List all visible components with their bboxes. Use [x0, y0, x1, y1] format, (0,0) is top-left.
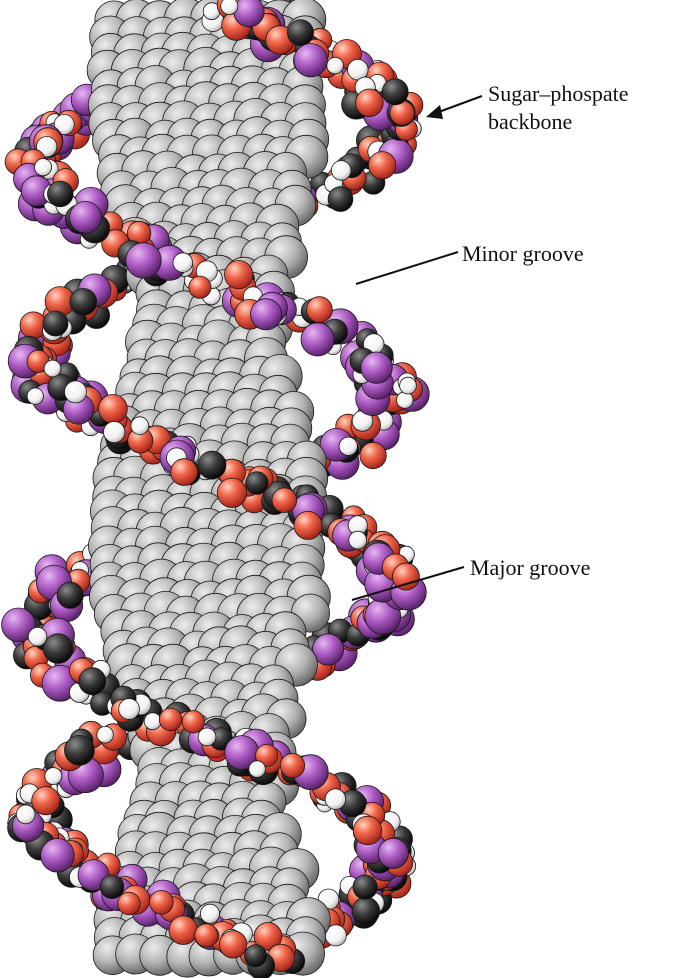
hydrogen-atom [339, 437, 357, 455]
phosphorus-atom [294, 44, 327, 77]
carbon-atom [198, 451, 226, 479]
backbone-label-line1: Sugar–phospate [488, 80, 629, 108]
hydrogen-atom [104, 421, 125, 442]
oxygen-atom [182, 711, 204, 733]
carbon-atom [43, 311, 68, 336]
oxygen-atom [360, 442, 386, 468]
carbon-atom [79, 668, 106, 695]
hydrogen-atom [27, 388, 43, 404]
phosphorus-atom [41, 839, 75, 873]
oxygen-atom [159, 708, 182, 731]
hydrogen-atom [325, 789, 346, 810]
carbon-atom [328, 187, 353, 212]
hydrogen-atom [144, 713, 161, 730]
oxygen-atom [118, 892, 141, 915]
oxygen-atom [272, 488, 297, 513]
hydrogen-atom [349, 531, 367, 549]
oxygen-atom [171, 459, 198, 486]
phosphorus-atom [251, 299, 282, 330]
carbon-atom [100, 875, 124, 899]
oxygen-atom [150, 890, 174, 914]
carbon-atom [48, 181, 74, 207]
oxygen-atom [169, 916, 198, 945]
phosphorus-atom [126, 243, 161, 278]
hydrogen-atom [173, 253, 193, 273]
hydrogen-atom [45, 768, 62, 785]
phosphorus-atom [234, 0, 264, 27]
oxygen-atom [225, 261, 253, 289]
oxygen-atom [189, 276, 211, 298]
carbon-atom [382, 79, 408, 105]
phosphorus-atom [361, 352, 392, 383]
hydrogen-atom [35, 159, 52, 176]
carbon-atom [288, 20, 314, 46]
hydrogen-atom [16, 805, 35, 824]
hydrogen-atom [331, 161, 351, 181]
oxygen-atom [32, 787, 60, 815]
backbone-label: Sugar–phospate backbone [488, 80, 629, 136]
hydrogen-atom [119, 699, 140, 720]
backbone-label-line2: backbone [488, 108, 629, 136]
minor-groove-label: Minor groove [462, 240, 584, 268]
oxygen-atom [294, 511, 322, 539]
hydrogen-atom [249, 761, 266, 778]
oxygen-atom [280, 753, 304, 777]
hydrogen-atom [327, 57, 344, 74]
carbon-atom [70, 289, 97, 316]
oxygen-atom [392, 563, 419, 590]
phosphorus-atom [378, 838, 408, 868]
carbon-atom [57, 582, 83, 608]
major-groove-label: Major groove [470, 554, 590, 582]
phosphorus-atom [70, 201, 102, 233]
carbon-atom [43, 634, 73, 664]
hydrogen-atom [221, 0, 238, 15]
hydrogen-atom [97, 726, 114, 743]
oxygen-atom [217, 478, 246, 507]
hydrogen-atom [200, 904, 219, 923]
oxygen-atom [195, 924, 218, 947]
oxygen-atom [99, 395, 128, 424]
oxygen-atom [219, 931, 246, 958]
carbon-atom [65, 735, 95, 765]
hydrogen-atom [65, 381, 87, 403]
oxygen-atom [307, 297, 333, 323]
hydrogen-atom [397, 392, 414, 409]
oxygen-atom [356, 89, 384, 117]
carbon-atom [246, 472, 269, 495]
carbon-atom [353, 875, 377, 899]
carbon-atom [245, 945, 267, 967]
oxygen-atom [353, 816, 382, 845]
oxygen-atom [369, 152, 396, 179]
carbon-atom [352, 897, 380, 925]
hydrogen-atom [400, 377, 417, 394]
hydrogen-atom [131, 417, 149, 435]
phosphorus-atom [301, 323, 334, 356]
hydrogen-atom [44, 360, 61, 377]
